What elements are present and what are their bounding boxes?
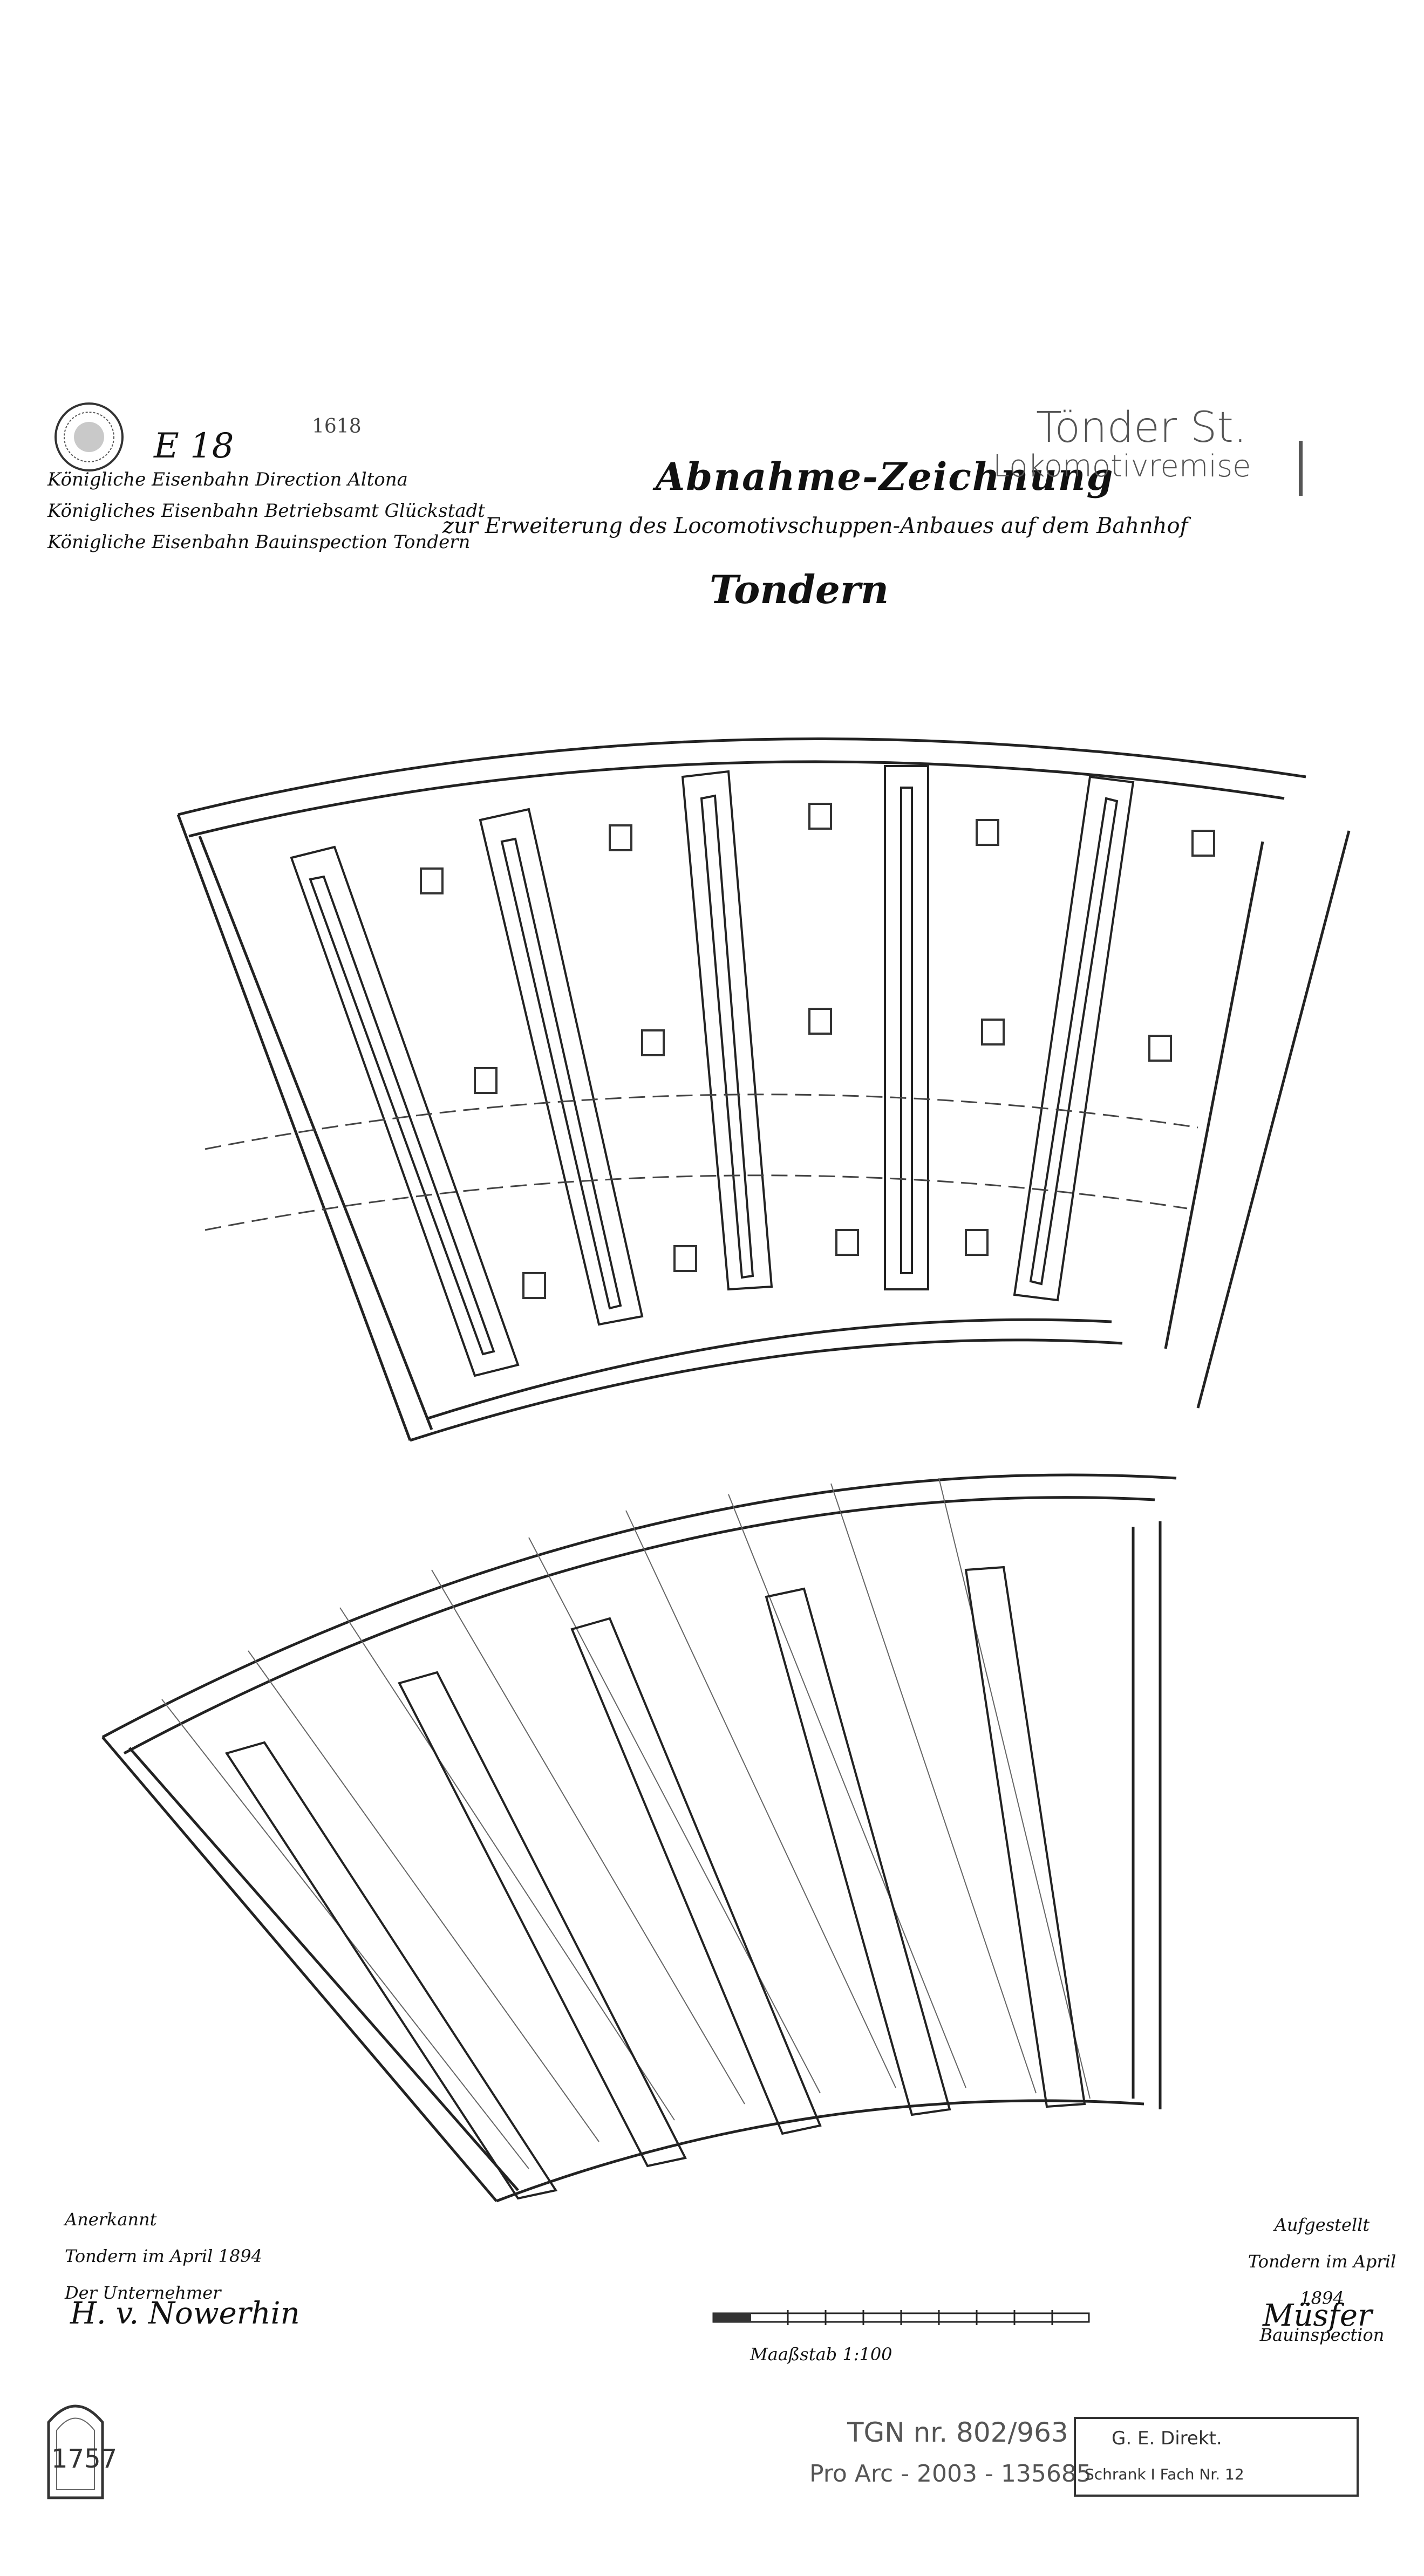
scale-label: Maaßstab 1:100 bbox=[750, 2344, 892, 2365]
drawing-place: Tondern bbox=[710, 566, 889, 612]
cabinet-stamp-line: G. E. Direkt. bbox=[1112, 2428, 1222, 2449]
cabinet-stamp-line: Schrank I Fach Nr. 12 bbox=[1085, 2465, 1244, 2483]
crest-stamp bbox=[47, 2404, 104, 2499]
inspection-pits bbox=[224, 1566, 1086, 2200]
reference-volume: I bbox=[1290, 426, 1312, 514]
preparation-line: Bauinspection bbox=[1259, 2325, 1385, 2345]
reference-type: Lokomotivremise bbox=[993, 449, 1251, 484]
archive-pro-number: Pro Arc - 2003 - 135685 bbox=[809, 2460, 1092, 2488]
upper-floor-plan-drawing bbox=[176, 737, 1351, 1442]
outer-wall-top bbox=[101, 1473, 1177, 1739]
inner-wall-top bbox=[188, 760, 1285, 838]
preparation-block: Aufgestellt Tondern im April 1894 Bauins… bbox=[1236, 2206, 1408, 2353]
authority-line: Königliche Eisenbahn Direction Altona bbox=[47, 469, 408, 490]
acceptance-block: Anerkannt Tondern im April 1894 Der Unte… bbox=[65, 2201, 262, 2311]
preparation-line: Aufgestellt bbox=[1274, 2215, 1370, 2235]
acceptance-line: Der Unternehmer bbox=[65, 2283, 221, 2303]
crest-number: 1757 bbox=[51, 2444, 118, 2474]
authority-line: Königliches Eisenbahn Betriebsamt Glücks… bbox=[47, 500, 485, 522]
lower-floor-plan-drawing bbox=[101, 1473, 1177, 2203]
outer-wall-right bbox=[1164, 841, 1264, 1349]
archive-number: E 18 bbox=[154, 426, 234, 466]
inspection-pits bbox=[290, 765, 1135, 1377]
drawing-title: Abnahme-Zeichnung bbox=[656, 454, 1114, 499]
column-footings bbox=[420, 803, 1215, 1299]
inspector-signature: Müsfer bbox=[1263, 2298, 1372, 2333]
round-seal-stamp bbox=[54, 402, 124, 472]
preparation-line: Tondern im April 1894 bbox=[1248, 2251, 1396, 2308]
outer-wall-bottom bbox=[496, 2099, 1144, 2203]
reference-station: Tönder St. bbox=[1036, 404, 1247, 452]
archive-tgn-number: TGN nr. 802/963 bbox=[847, 2417, 1068, 2448]
inventory-number: 1618 bbox=[312, 415, 362, 438]
acceptance-line: Anerkannt bbox=[65, 2209, 157, 2230]
drainage-lines bbox=[205, 1094, 1198, 1231]
drawing-subtitle: zur Erweiterung des Locomotivschuppen-An… bbox=[442, 514, 1188, 538]
acceptance-line: Tondern im April 1894 bbox=[65, 2246, 262, 2266]
cabinet-stamp bbox=[1074, 2417, 1359, 2497]
authority-line: Königliche Eisenbahn Bauinspection Tonde… bbox=[47, 531, 471, 553]
roof-rafters bbox=[161, 1478, 1091, 2169]
outer-wall-bottom bbox=[410, 1338, 1123, 1442]
outer-wall-top bbox=[178, 737, 1306, 816]
scale-bar bbox=[712, 2310, 1090, 2325]
outer-wall-left bbox=[176, 814, 412, 1441]
authority-block: Königliche Eisenbahn Direction Altona Kö… bbox=[47, 464, 485, 558]
contractor-signature: H. v. Nowerhin bbox=[70, 2296, 300, 2331]
outer-wall-left bbox=[101, 1736, 498, 2202]
